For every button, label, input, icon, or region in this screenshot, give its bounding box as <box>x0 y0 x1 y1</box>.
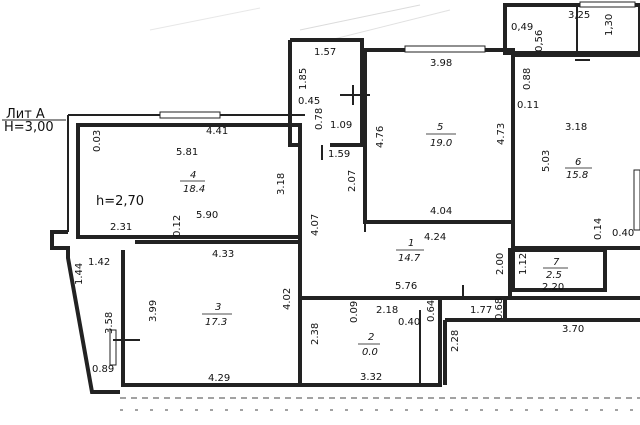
svg-text:5.81: 5.81 <box>176 147 198 158</box>
room-3-number: 3 <box>215 302 221 313</box>
svg-text:2.00: 2.00 <box>495 253 506 275</box>
wall-room-5 <box>363 48 515 224</box>
svg-text:5.03: 5.03 <box>541 150 552 172</box>
svg-text:0.09: 0.09 <box>349 301 360 323</box>
svg-text:2.18: 2.18 <box>376 305 398 316</box>
svg-text:3.18: 3.18 <box>276 173 287 195</box>
windows <box>109 1 640 366</box>
svg-text:0.68: 0.68 <box>494 298 505 320</box>
svg-text:1.57: 1.57 <box>314 47 336 58</box>
svg-text:3.18: 3.18 <box>565 122 587 133</box>
svg-text:0.88: 0.88 <box>522 68 533 90</box>
room-5-area: 19.0 <box>430 138 452 149</box>
window-top-right <box>579 1 636 8</box>
svg-text:4.29: 4.29 <box>208 373 230 384</box>
svg-text:3.32: 3.32 <box>360 372 382 383</box>
svg-text:0.64: 0.64 <box>426 300 437 322</box>
svg-text:5.90: 5.90 <box>196 210 218 221</box>
room-7-area: 2.5 <box>546 270 562 281</box>
window-room-6-right <box>633 169 640 231</box>
svg-text:0.40: 0.40 <box>612 228 634 239</box>
dimension-labels: 3,25 1,30 0,49 0,56 1.57 1.85 0.45 0.78 … <box>74 10 634 384</box>
svg-text:0.12: 0.12 <box>172 215 183 237</box>
svg-text:0.03: 0.03 <box>92 130 103 152</box>
svg-text:4.76: 4.76 <box>375 126 386 148</box>
svg-text:4.04: 4.04 <box>430 206 452 217</box>
wall-room-7 <box>511 248 607 292</box>
svg-text:1.77: 1.77 <box>470 305 492 316</box>
room-4-area: 18.4 <box>183 184 205 195</box>
svg-text:1.12: 1.12 <box>518 253 529 275</box>
wall-bottom-right-hall <box>440 296 640 385</box>
svg-text:2.28: 2.28 <box>450 330 461 352</box>
svg-text:0.89: 0.89 <box>92 364 114 375</box>
room-3-area: 17.3 <box>205 317 227 328</box>
svg-text:0,49: 0,49 <box>511 22 533 33</box>
room-4-height: h=2,70 <box>96 194 144 209</box>
wall-left-outline <box>50 230 120 394</box>
svg-text:4.73: 4.73 <box>496 123 507 145</box>
svg-text:0.78: 0.78 <box>314 108 325 130</box>
room-2-area: 0.0 <box>362 347 378 358</box>
room-1-number: 1 <box>408 238 414 249</box>
wall-upper-corridor <box>288 38 364 147</box>
room-7-number: 7 <box>553 257 560 268</box>
room-4-number: 4 <box>190 170 196 181</box>
room-1-area: 14.7 <box>398 253 421 264</box>
svg-text:0.11: 0.11 <box>517 100 539 111</box>
svg-text:4.07: 4.07 <box>310 214 321 236</box>
background-scan-lines <box>149 4 451 41</box>
svg-text:2.07: 2.07 <box>347 170 358 192</box>
svg-text:1.59: 1.59 <box>328 149 350 160</box>
window-left-room-3 <box>109 329 117 366</box>
room-5-number: 5 <box>437 122 443 133</box>
svg-text:5.76: 5.76 <box>395 281 417 292</box>
svg-text:3,25: 3,25 <box>568 10 590 21</box>
room-6-area: 15.8 <box>566 170 588 181</box>
svg-text:1,30: 1,30 <box>604 14 615 36</box>
svg-text:0.45: 0.45 <box>298 96 320 107</box>
svg-text:1.42: 1.42 <box>88 257 110 268</box>
svg-text:4.33: 4.33 <box>212 249 234 260</box>
svg-text:1.09: 1.09 <box>330 120 352 131</box>
svg-text:0,56: 0,56 <box>534 30 545 52</box>
room-2-number: 2 <box>368 332 374 343</box>
height-label: Н=3,00 <box>4 120 54 135</box>
svg-text:4.41: 4.41 <box>206 126 228 137</box>
room-6-number: 6 <box>575 157 581 168</box>
svg-text:2.20: 2.20 <box>542 282 564 293</box>
svg-text:2.31: 2.31 <box>110 222 132 233</box>
wall-room-2 <box>298 296 442 387</box>
svg-text:3.58: 3.58 <box>104 312 115 334</box>
svg-text:4.24: 4.24 <box>424 232 446 243</box>
svg-text:2.38: 2.38 <box>310 323 321 345</box>
svg-text:3.99: 3.99 <box>148 300 159 322</box>
svg-text:4.02: 4.02 <box>282 288 293 310</box>
svg-text:1.85: 1.85 <box>298 68 309 90</box>
svg-text:3.70: 3.70 <box>562 324 584 335</box>
svg-text:1.44: 1.44 <box>74 263 85 285</box>
svg-text:3.98: 3.98 <box>430 58 452 69</box>
window-room-4 <box>159 111 221 119</box>
lit-label: Лит А <box>6 107 45 122</box>
window-room-5 <box>404 45 486 53</box>
svg-text:0.40: 0.40 <box>398 317 420 328</box>
door-marks <box>113 59 590 341</box>
svg-text:0.14: 0.14 <box>593 218 604 240</box>
